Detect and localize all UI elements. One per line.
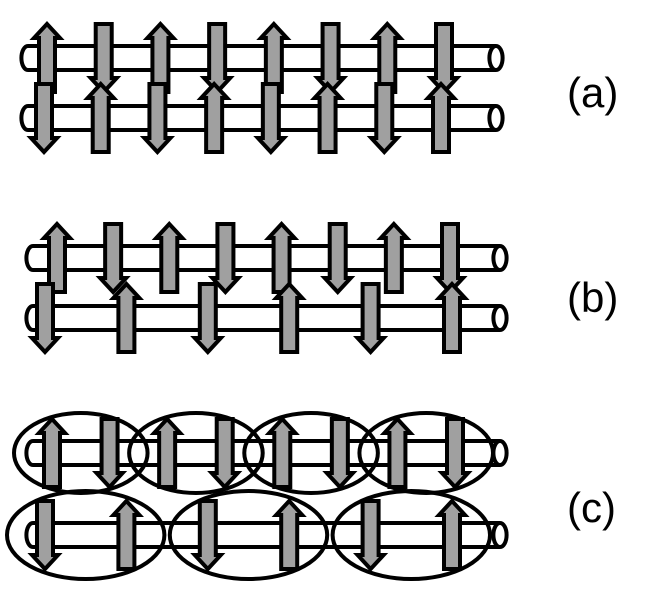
spin-down-arrow-icon [95,222,131,295]
spin-up-arrow-icon [108,281,144,354]
spin-down-arrow-icon [437,417,473,490]
spin-down-arrow-icon [353,282,389,355]
spin-down-arrow-icon [207,222,244,295]
singlet-pair-ellipse [127,411,265,495]
spin-up-arrow-icon [434,498,470,571]
tube [19,44,505,72]
spin-down-arrow-icon [353,499,389,572]
spin-down-arrow-icon [322,417,358,490]
spin-up-arrow-icon [34,416,70,489]
spin-up-arrow-icon [263,221,300,294]
singlet-pair-ellipse [242,411,380,495]
panel-label-b: (b) [567,274,618,321]
spin-up-arrow-icon [256,21,292,94]
spin-down-arrow-icon [253,82,289,155]
spin-chain-1 [19,21,505,95]
singlet-pair-ellipse [167,489,330,581]
spin-down-arrow-icon [366,82,402,155]
spin-up-arrow-icon [376,221,412,294]
spin-up-arrow-icon [39,221,75,294]
spin-down-arrow-icon [207,417,243,490]
spin-down-arrow-icon [320,222,356,295]
spin-down-arrow-icon [26,82,62,155]
spin-down-arrow-icon [426,22,462,95]
spin-up-arrow-icon [29,21,65,94]
spin-up-arrow-icon [83,81,119,154]
panel-a [19,21,505,155]
spin-down-arrow-icon [432,222,468,295]
spin-up-arrow-icon [434,281,470,354]
spin-down-arrow-icon [190,499,226,572]
panel-label-c: (c) [567,484,616,531]
spin-up-arrow-icon [142,21,179,94]
spin-up-arrow-icon [264,416,300,489]
spin-down-arrow-icon [190,282,226,355]
spin-up-arrow-icon [149,416,185,489]
singlet-pair-ellipse [5,489,167,581]
spin-up-arrow-icon [151,221,187,294]
spin-down-arrow-icon [86,22,122,95]
spin-up-arrow-icon [271,281,307,354]
spin-down-arrow-icon [27,282,63,355]
spin-chain-2 [24,281,509,355]
spin-down-arrow-icon [91,417,128,490]
spin-down-arrow-icon [199,22,235,95]
spin-chain-2 [24,498,509,572]
panel-label-a: (a) [567,69,618,116]
spin-up-arrow-icon [108,498,144,571]
tube [24,244,509,272]
spin-up-arrow-icon [309,81,346,154]
tube [24,304,509,332]
spin-chain-2 [19,81,505,155]
panel-c [5,411,509,581]
spin-chain-1 [24,221,509,295]
singlet-pair-ellipse [330,489,492,581]
panel-b [24,221,509,355]
spin-down-arrow-icon [312,22,349,95]
tube [24,439,509,467]
spin-up-arrow-icon [196,81,232,154]
spin-down-arrow-icon [27,499,63,572]
tube [24,521,509,549]
spin-down-arrow-icon [139,82,176,155]
spin-up-arrow-icon [369,21,405,94]
spin-up-arrow-icon [379,416,416,489]
spin-up-arrow-icon [271,498,307,571]
spin-chain-1 [24,416,509,490]
spin-up-arrow-icon [423,81,459,154]
